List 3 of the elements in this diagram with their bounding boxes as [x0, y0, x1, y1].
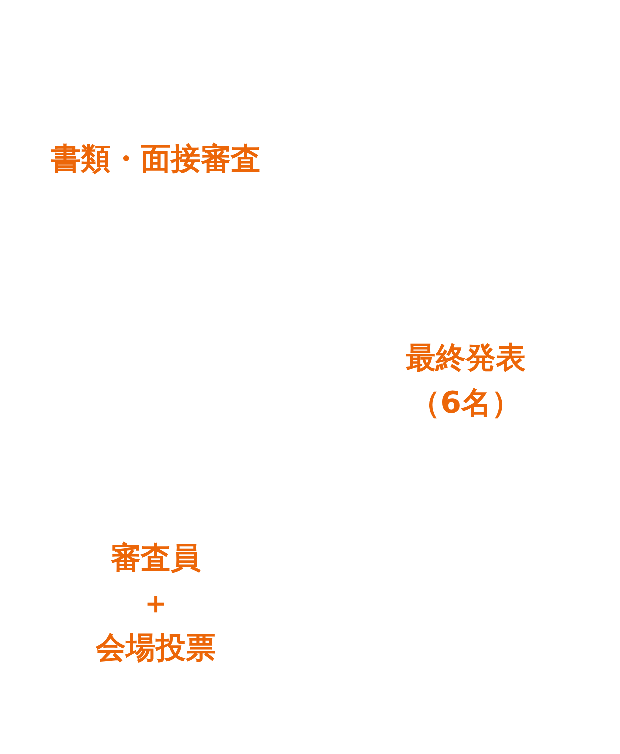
stage-label: 書類・面接審査: [51, 141, 261, 179]
stage-label: 審査員＋会場投票: [96, 540, 216, 668]
stage-label: 最終発表（6名）: [406, 340, 526, 423]
